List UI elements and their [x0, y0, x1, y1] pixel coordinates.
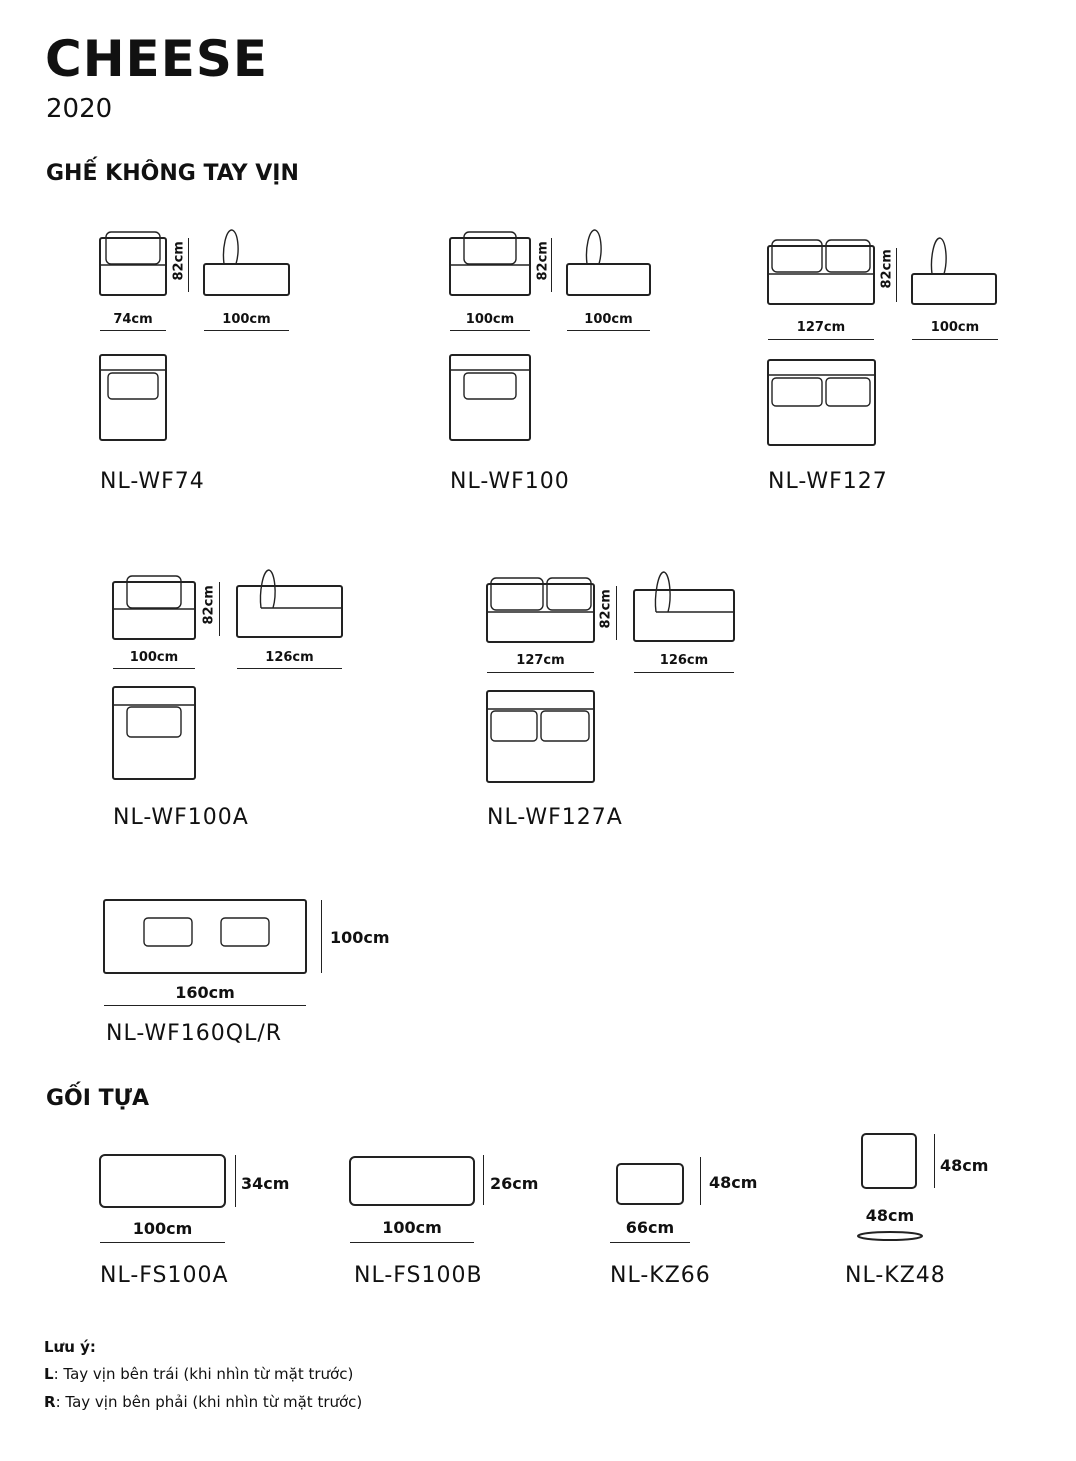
- note-left-key: L: [44, 1365, 54, 1383]
- wf127-code: NL-WF127: [768, 469, 888, 494]
- wf74-depth-label: 100cm: [222, 312, 271, 327]
- wf100-width-rule: [450, 330, 530, 331]
- wf160-width-rule: [104, 1005, 306, 1006]
- wf100a-height-rule: [219, 582, 220, 636]
- kz48-width-label: 48cm: [865, 1206, 915, 1225]
- kz66-code: NL-KZ66: [610, 1263, 711, 1288]
- wf160-code: NL-WF160QL/R: [106, 1021, 283, 1046]
- wf127a-height-label: 82cm: [598, 589, 614, 629]
- wf100a-height-label: 82cm: [201, 585, 217, 625]
- wf100-side-drawing: [566, 229, 651, 296]
- wf100-code: NL-WF100: [450, 469, 570, 494]
- fs100b-width-rule: [350, 1242, 474, 1243]
- wf127-depth-label: 100cm: [930, 320, 980, 335]
- wf100a-width-rule: [113, 668, 195, 669]
- wf127-height-rule: [896, 248, 897, 302]
- note-left-arm: L: Tay vịn bên trái (khi nhìn từ mặt trư…: [44, 1365, 353, 1383]
- wf74-height-rule: [188, 238, 189, 292]
- kz66-drawing: [616, 1163, 684, 1205]
- wf74-top-drawing: [99, 354, 167, 441]
- wf74-width-label: 74cm: [113, 312, 153, 327]
- kz48-height-label: 48cm: [940, 1156, 989, 1175]
- wf160-depth-label: 100cm: [330, 928, 390, 947]
- wf100-depth-rule: [567, 330, 650, 331]
- note-right-key: R: [44, 1393, 56, 1411]
- kz66-height-label: 48cm: [709, 1173, 758, 1192]
- fs100a-width-rule: [100, 1242, 225, 1243]
- wf127-front-drawing: [767, 239, 875, 305]
- kz66-height-rule: [700, 1157, 701, 1205]
- wf127-height-label: 82cm: [879, 249, 895, 289]
- kz48-side-drawing: [857, 1231, 923, 1241]
- wf74-side-drawing: [203, 229, 290, 296]
- wf127-width-label: 127cm: [796, 320, 846, 335]
- wf100-top-drawing: [449, 354, 531, 441]
- wf127a-width-label: 127cm: [516, 653, 565, 668]
- wf127a-code: NL-WF127A: [487, 805, 623, 830]
- fs100a-drawing: [99, 1154, 226, 1208]
- wf127a-side-drawing: [633, 571, 735, 642]
- wf127a-top-drawing: [486, 690, 595, 783]
- fs100b-height-label: 26cm: [490, 1174, 539, 1193]
- wf127-side-drawing: [911, 237, 997, 305]
- wf160-top-drawing: [103, 899, 307, 974]
- fs100a-width-label: 100cm: [132, 1219, 193, 1238]
- wf127a-height-rule: [616, 586, 617, 640]
- kz66-width-rule: [610, 1242, 690, 1243]
- wf160-width-label: 160cm: [175, 983, 235, 1002]
- section-title-armless: GHẾ KHÔNG TAY VỊN: [46, 161, 299, 186]
- wf74-code: NL-WF74: [100, 469, 205, 494]
- section-title-cushions: GỐI TỰA: [46, 1086, 150, 1111]
- wf100-height-rule: [551, 238, 552, 292]
- fs100b-width-label: 100cm: [382, 1218, 442, 1237]
- fs100a-height-label: 34cm: [241, 1174, 290, 1193]
- wf100a-side-drawing: [236, 569, 343, 638]
- wf127-depth-rule: [912, 339, 998, 340]
- wf100a-depth-rule: [237, 668, 342, 669]
- fs100a-code: NL-FS100A: [100, 1263, 229, 1288]
- wf127a-width-rule: [487, 672, 594, 673]
- wf127a-front-drawing: [486, 577, 595, 643]
- wf127a-depth-rule: [634, 672, 734, 673]
- fs100b-code: NL-FS100B: [354, 1263, 483, 1288]
- wf160-depth-rule: [321, 900, 322, 973]
- wf74-front-drawing: [99, 231, 167, 296]
- wf100a-code: NL-WF100A: [113, 805, 249, 830]
- wf100a-width-label: 100cm: [129, 650, 179, 665]
- fs100b-height-rule: [483, 1155, 484, 1205]
- wf127-top-drawing: [767, 359, 876, 446]
- note-right-arm: R: Tay vịn bên phải (khi nhìn từ mặt trư…: [44, 1393, 362, 1411]
- wf100a-depth-label: 126cm: [265, 650, 314, 665]
- fs100a-height-rule: [235, 1155, 236, 1207]
- collection-year: 2020: [46, 94, 113, 124]
- wf74-height-label: 82cm: [171, 241, 187, 281]
- wf74-depth-rule: [204, 330, 289, 331]
- kz66-width-label: 66cm: [625, 1218, 675, 1237]
- wf100-width-label: 100cm: [465, 312, 515, 327]
- page-title: CHEESE: [45, 30, 269, 88]
- kz48-front-drawing: [861, 1133, 917, 1189]
- wf74-width-rule: [100, 330, 166, 331]
- kz48-code: NL-KZ48: [845, 1263, 946, 1288]
- wf100-depth-label: 100cm: [584, 312, 633, 327]
- wf100a-top-drawing: [112, 686, 196, 780]
- wf100a-front-drawing: [112, 575, 196, 640]
- wf100-height-label: 82cm: [535, 241, 551, 281]
- note-right-text: : Tay vịn bên phải (khi nhìn từ mặt trướ…: [55, 1393, 363, 1411]
- wf127a-depth-label: 126cm: [659, 653, 709, 668]
- note-left-text: : Tay vịn bên trái (khi nhìn từ mặt trướ…: [53, 1365, 354, 1383]
- notes-heading: Lưu ý:: [44, 1338, 96, 1356]
- fs100b-drawing: [349, 1156, 475, 1206]
- wf127-width-rule: [768, 339, 874, 340]
- wf100-front-drawing: [449, 231, 531, 296]
- kz48-height-rule: [934, 1134, 935, 1188]
